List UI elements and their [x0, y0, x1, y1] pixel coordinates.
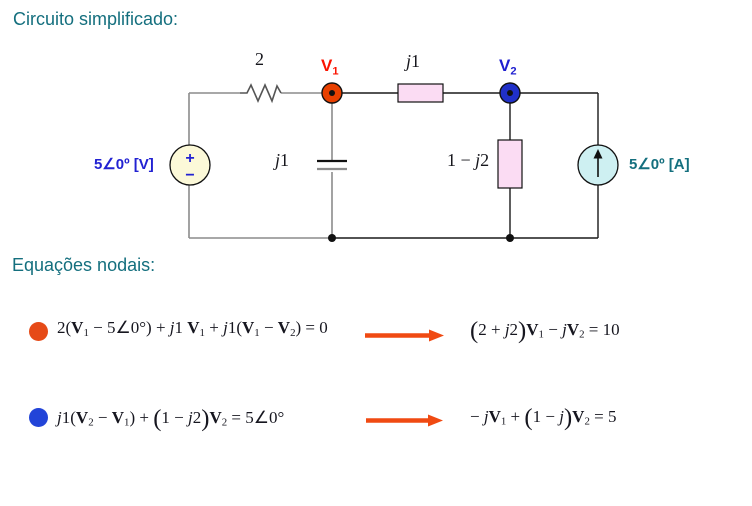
equation2-result: − jV1 + (1 − j)V2 = 5 [470, 404, 617, 431]
voltage-source-label: 5∠0º [V] [94, 156, 154, 173]
capacitor-label: j1 [275, 150, 290, 170]
equations-section-title: Equações nodais: [12, 255, 156, 275]
circuit-wires-black [332, 92, 599, 239]
impedance-box [497, 139, 523, 189]
node-v1-label: V1 [321, 56, 339, 78]
equation1-node-bullet [29, 322, 48, 341]
current-source-arrow-icon [593, 149, 603, 159]
voltage-source-plus: + [185, 150, 194, 167]
inductor-label: j1 [406, 51, 421, 71]
circuit-diagram: + − [169, 82, 619, 242]
equation2: j1(V2 − V1) + (1 − j2)V2 = 5∠0° [57, 405, 285, 432]
resistor-label: 2 [255, 49, 264, 69]
junction-dot-left [328, 234, 336, 242]
node-v2-label: V2 [499, 56, 517, 78]
inductor-box [397, 83, 444, 103]
voltage-source: + − [169, 144, 211, 186]
arrow1-icon [365, 329, 444, 342]
capacitor-symbol [317, 159, 347, 171]
equation2-node-bullet [29, 408, 48, 427]
impedance-label: 1 − j2 [447, 150, 490, 170]
circuit-section-title: Circuito simplificado: [13, 9, 179, 29]
junction-dot-right [506, 234, 514, 242]
equation1: 2(V1 − 5∠0°) + j1 V1 + j1(V1 − V2) = 0 [57, 318, 328, 339]
node-v1-marker [321, 82, 343, 104]
node-v2-marker [499, 82, 521, 104]
equation1-result: (2 + j2)V1 − jV2 = 10 [470, 317, 620, 344]
current-source [577, 144, 619, 186]
resistor-symbol [240, 83, 282, 104]
arrow2-icon [366, 414, 443, 427]
voltage-source-minus: − [185, 167, 194, 184]
current-source-label: 5∠0º [A] [629, 156, 690, 173]
circuit-wires-gray [188, 92, 333, 239]
